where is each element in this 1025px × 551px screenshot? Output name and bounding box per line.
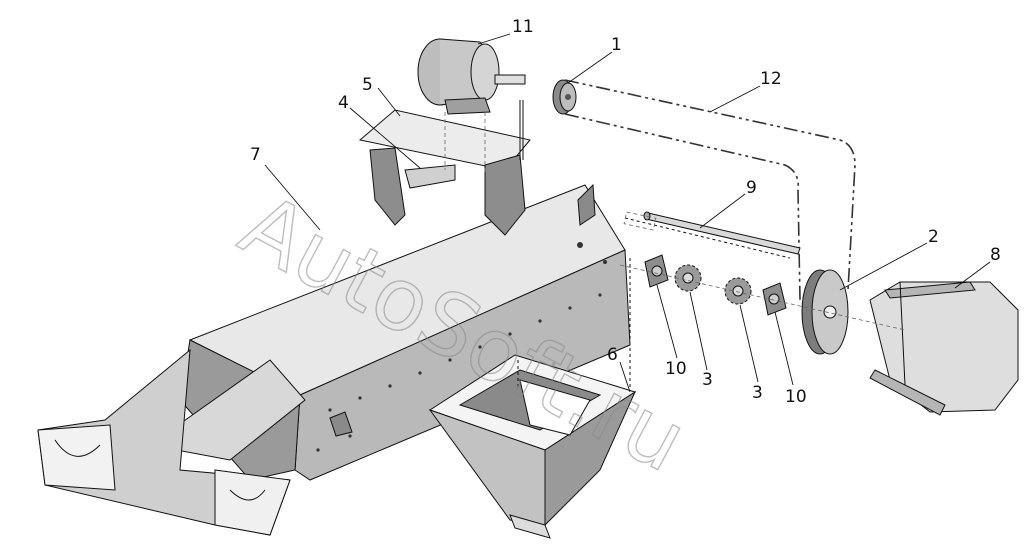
hopper xyxy=(428,258,637,539)
drive-pulley xyxy=(552,79,577,115)
bearing-housing-right xyxy=(762,282,787,316)
drive-belt xyxy=(564,79,856,301)
callout-10-right: 10 xyxy=(785,387,807,407)
callout-labels: 11 1 12 5 4 7 9 2 8 6 10 3 3 10 xyxy=(250,17,1001,407)
callout-7: 7 xyxy=(250,145,261,165)
leader-lines xyxy=(264,33,991,393)
callout-6: 6 xyxy=(607,345,618,365)
conveyor-trough xyxy=(37,183,631,536)
callout-9: 9 xyxy=(746,178,757,198)
callout-4: 4 xyxy=(338,93,349,113)
alignment-lines xyxy=(444,112,906,331)
callout-3-right: 3 xyxy=(752,383,763,403)
callout-1: 1 xyxy=(611,35,622,55)
callout-2: 2 xyxy=(928,227,939,247)
sprocket-right xyxy=(724,277,752,305)
callout-5: 5 xyxy=(362,75,373,95)
electric-motor xyxy=(417,38,526,115)
pulley-guard xyxy=(869,281,1019,416)
callout-11: 11 xyxy=(512,17,534,37)
callout-10-left: 10 xyxy=(665,359,687,379)
callout-8: 8 xyxy=(990,245,1001,265)
bearing-housing-left xyxy=(644,254,669,288)
callout-3-left: 3 xyxy=(702,370,713,390)
driven-pulley xyxy=(801,269,849,355)
sprocket-left xyxy=(674,264,702,292)
callout-12: 12 xyxy=(760,69,782,89)
